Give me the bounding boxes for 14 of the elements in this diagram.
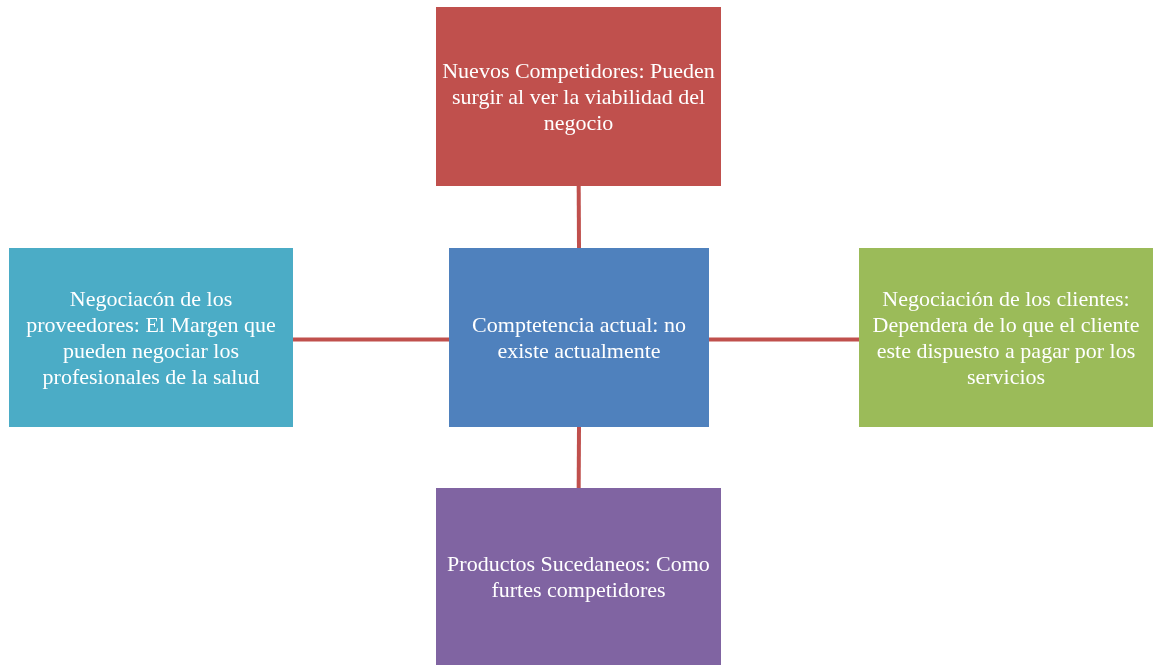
box-text: Nuevos Competidores: Pueden surgir al ver la viabilidad del negocio [442, 57, 715, 136]
connector-line [709, 337, 859, 342]
force-box [449, 248, 709, 427]
box-text: Negociación de los clientes: Dependera de lo que el cliente este dispuesto a pagar por los servicios [871, 285, 1141, 390]
box-text: Productos Sucedaneos: Como furtes competidores [446, 550, 711, 603]
force-box [859, 248, 1153, 427]
force-box [436, 7, 721, 186]
connector-line [576, 427, 581, 488]
connector-line [576, 186, 581, 248]
force-box [9, 248, 293, 427]
box-text: Negociacón de los proveedores: El Margen que pueden negociar los profesionales de la salud [25, 285, 277, 390]
force-box [436, 488, 721, 665]
box-text: Comptetencia actual: no existe actualmente [471, 311, 687, 364]
connector-line [293, 337, 449, 342]
